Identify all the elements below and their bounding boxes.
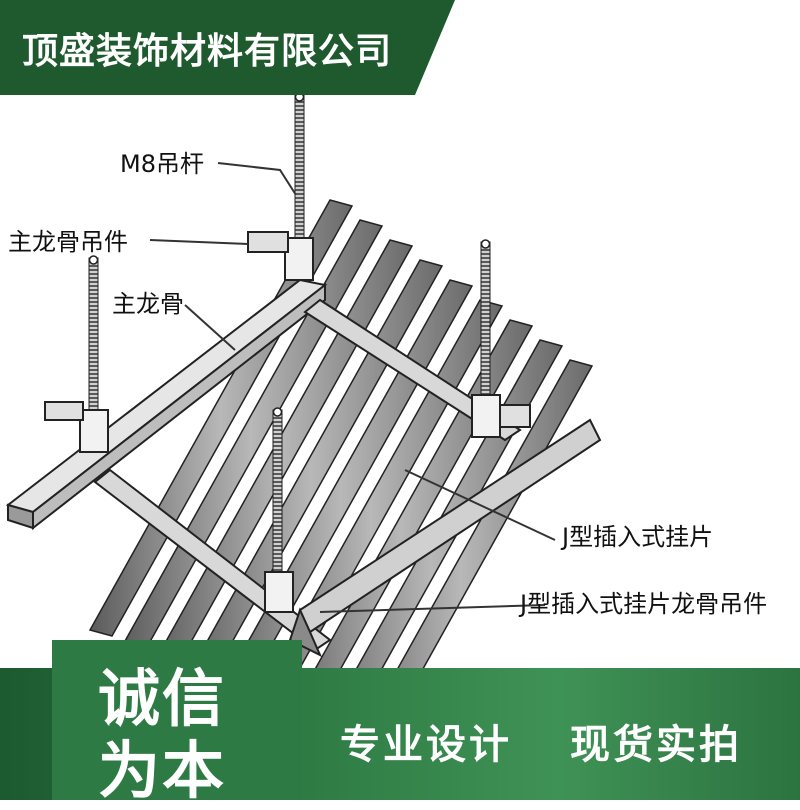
leader-lines <box>149 162 556 613</box>
threaded-rod-icon <box>480 239 491 403</box>
slogan-professional-design: 专业设计 <box>340 722 512 768</box>
threaded-rod-icon <box>272 407 283 579</box>
badge-line-2: 为本 <box>98 734 227 807</box>
label-main-keel: 主龙骨 <box>112 290 184 318</box>
hanger-bracket-icon <box>247 231 314 281</box>
main-keel-front <box>5 278 328 531</box>
hanger-bracket-icon <box>471 394 531 438</box>
slogan-badge <box>52 640 302 800</box>
badge-line-1: 诚信 <box>98 662 227 735</box>
label-m8-rod: M8吊杆 <box>120 150 204 178</box>
slogan-in-stock-photos: 现货实拍 <box>570 722 742 768</box>
label-j-panel: J型插入式挂片 <box>560 523 713 551</box>
hanger-bracket-icon <box>264 571 294 613</box>
label-j-keel-hanger: J型插入式挂片龙骨吊件 <box>518 590 767 618</box>
header-banner <box>0 0 455 95</box>
hanger-bracket-icon <box>44 401 109 453</box>
company-name: 顶盛装饰材料有限公司 <box>22 31 393 72</box>
label-main-keel-hanger: 主龙骨吊件 <box>8 228 128 256</box>
threaded-rod-icon <box>88 255 99 419</box>
threaded-rod-icon <box>294 92 305 246</box>
